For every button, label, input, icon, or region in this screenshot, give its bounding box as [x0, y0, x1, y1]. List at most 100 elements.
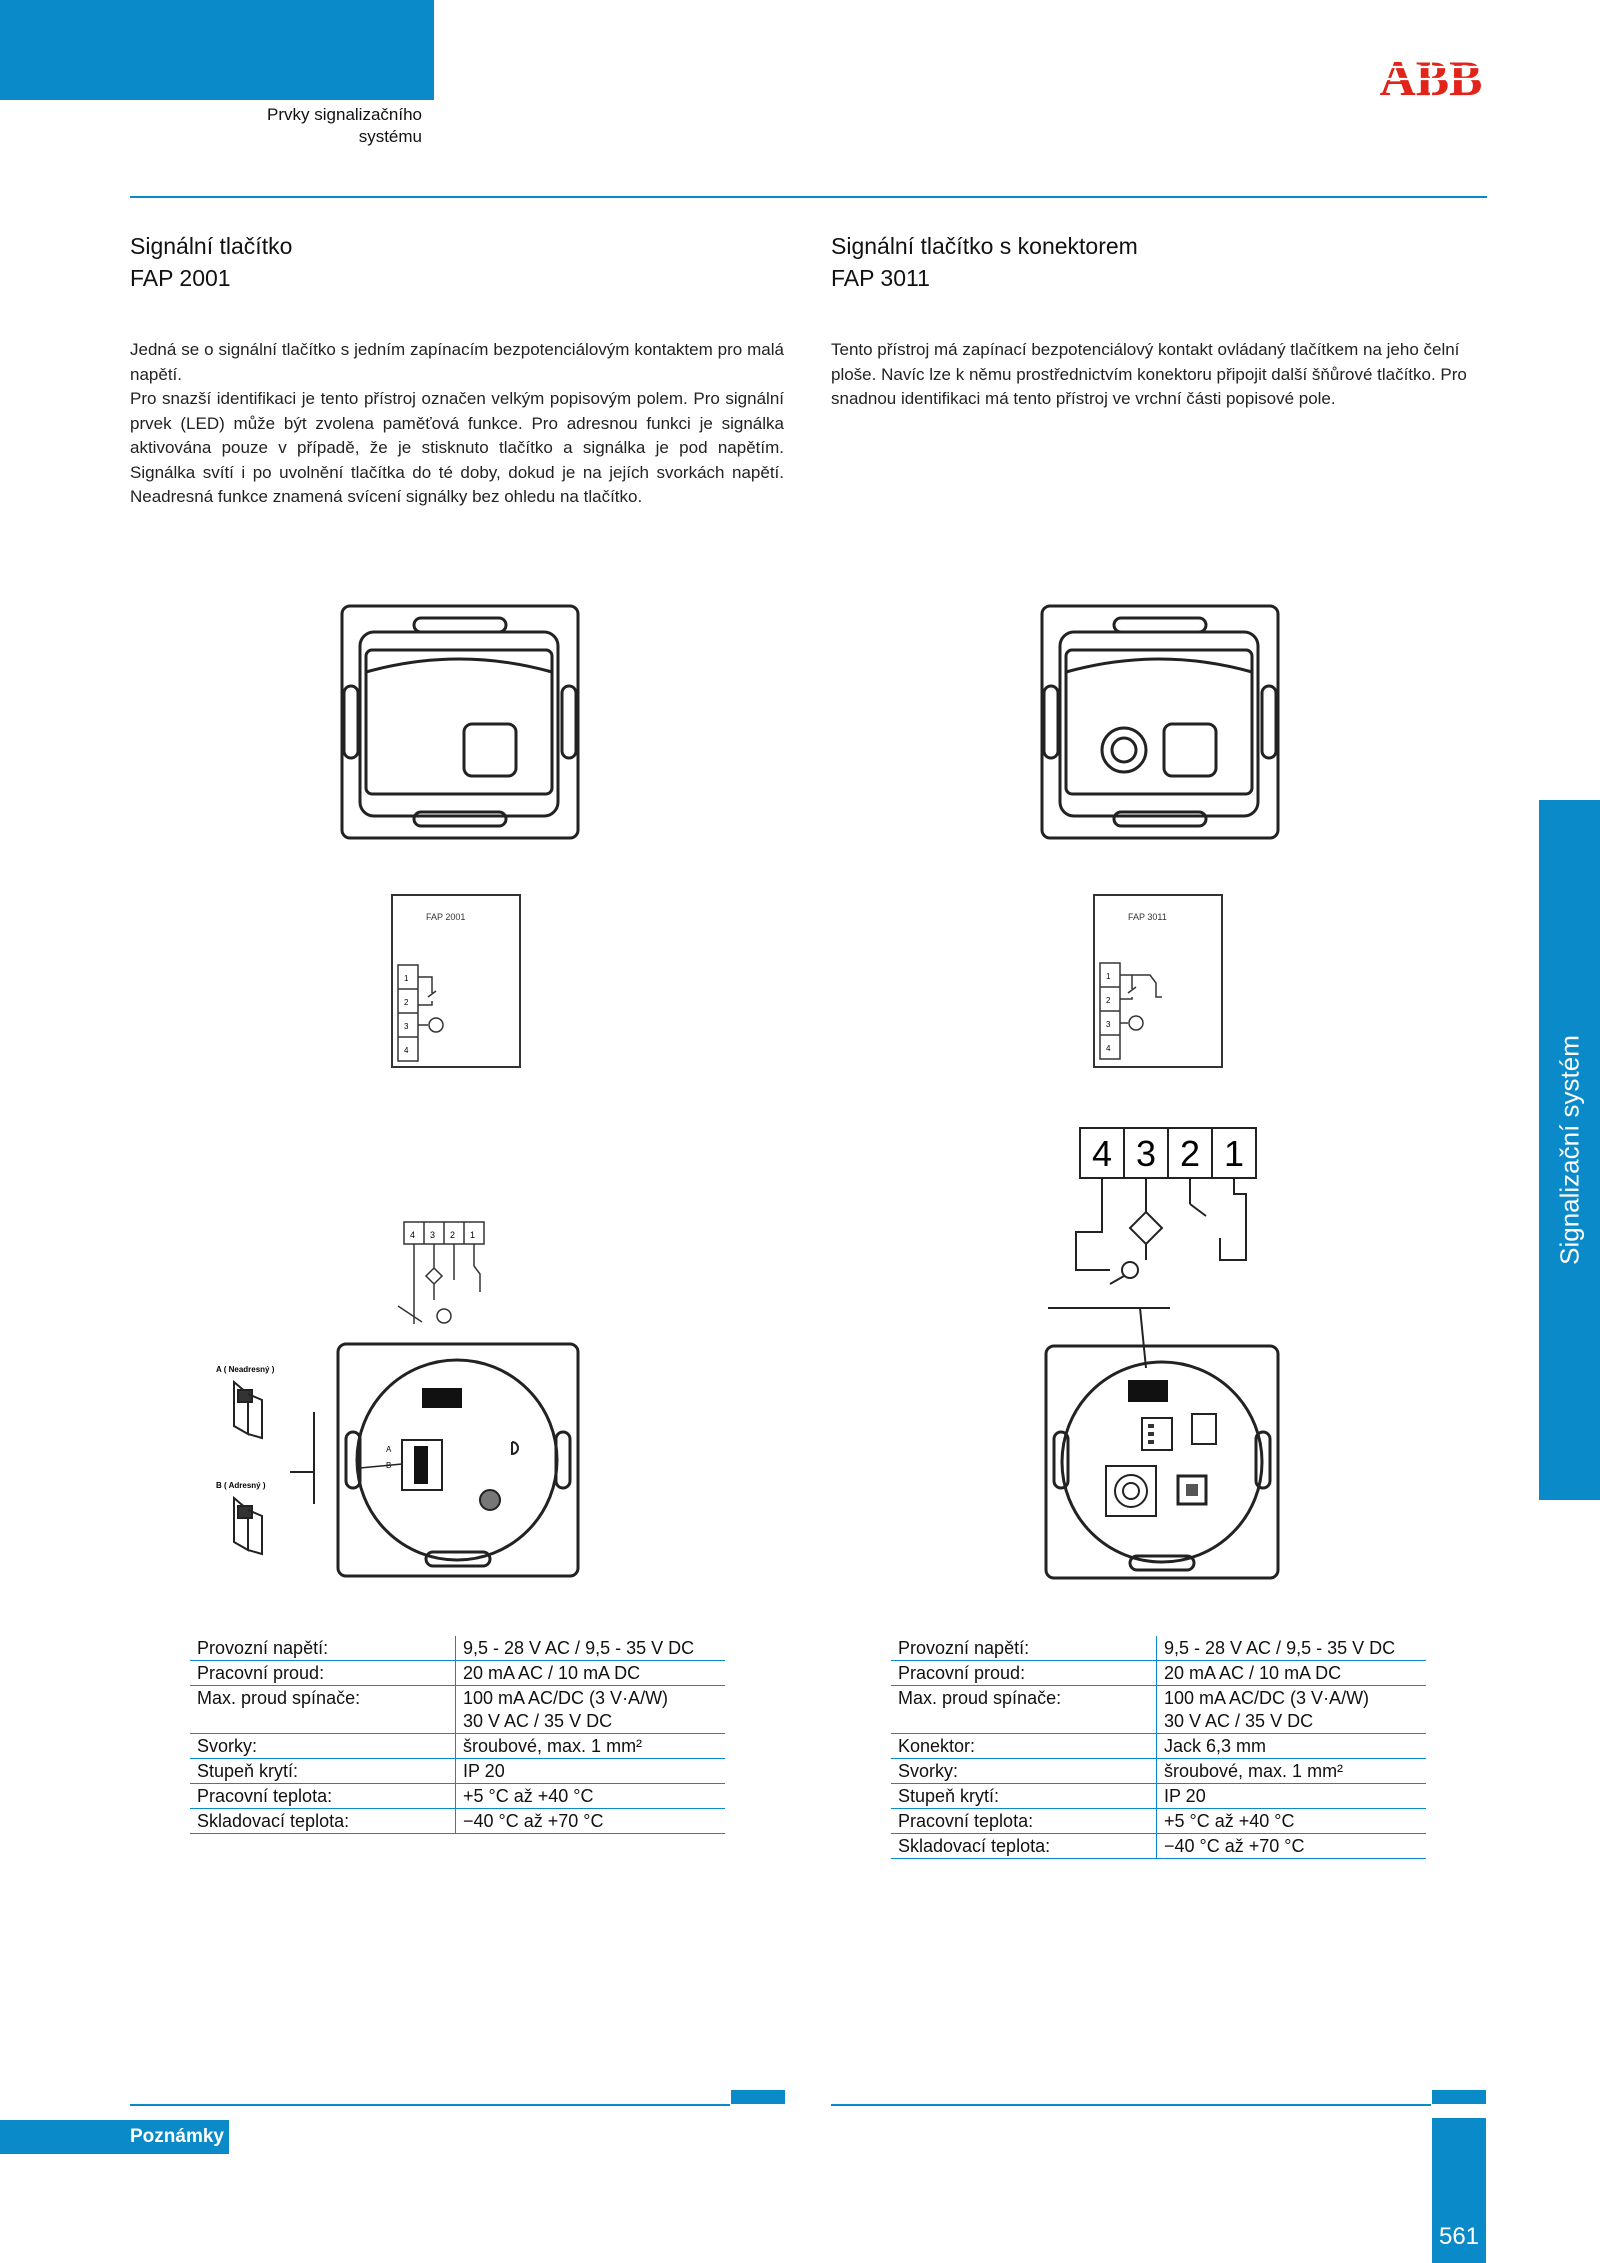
spec-value: 20 mA AC / 10 mA DC: [1156, 1660, 1426, 1686]
spec-value: IP 20: [1156, 1783, 1426, 1809]
spec-value: +5 °C až +40 °C: [1156, 1808, 1426, 1834]
page-number: 561: [1438, 2223, 1480, 2250]
section-subtitle: Prvky signalizačního systému: [0, 104, 422, 148]
spec-label: Pracovní proud:: [190, 1660, 456, 1686]
spec-value-line: IP 20: [463, 1761, 505, 1781]
notes-band: [0, 2120, 229, 2154]
left-device-front-drawing: [340, 604, 580, 840]
right-terminal-4: 4: [1106, 1044, 1111, 1053]
section-subtitle-line2: systému: [358, 127, 422, 146]
left-terminal-2: 2: [404, 998, 409, 1007]
footer-rule-right: [831, 2104, 1431, 2106]
left-strip-2: 2: [450, 1230, 455, 1240]
left-option-b: B ( Adresný ): [216, 1481, 266, 1490]
spec-row: Stupeň krytí: IP 20: [891, 1783, 1426, 1809]
spec-label: Skladovací teplota:: [891, 1833, 1157, 1859]
right-terminal-3: 3: [1106, 1020, 1111, 1029]
left-terminal-1: 1: [404, 974, 409, 983]
spec-value: −40 °C až +70 °C: [1156, 1833, 1426, 1859]
spec-row: Pracovní proud: 20 mA AC / 10 mA DC: [190, 1660, 725, 1686]
side-tab: [1539, 800, 1600, 1500]
spec-label: Skladovací teplota:: [190, 1808, 456, 1834]
right-strip-2: 2: [1180, 1133, 1200, 1174]
spec-value-line: −40 °C až +70 °C: [463, 1811, 604, 1831]
spec-row: Provozní napětí:9,5 - 28 V AC / 9,5 - 35…: [891, 1636, 1426, 1661]
spec-row: Konektor: Jack 6,3 mm: [891, 1733, 1426, 1759]
spec-value-line: +5 °C až +40 °C: [463, 1786, 594, 1806]
spec-value-line: Jack 6,3 mm: [1164, 1736, 1267, 1756]
spec-value: 100 mA AC/DC (3 V·A/W) 30 V AC / 35 V DC: [1156, 1685, 1426, 1734]
right-spec-body: Provozní napětí:9,5 - 28 V AC / 9,5 - 35…: [891, 1636, 1426, 1859]
spec-value: +5 °C až +40 °C: [455, 1783, 725, 1809]
page-number-band: [1432, 2118, 1486, 2263]
spec-value: Jack 6,3 mm: [1156, 1733, 1426, 1759]
spec-value-line: 100 mA AC/DC (3 V·A/W): [1164, 1688, 1370, 1708]
right-label-box-text: FAP 3011: [1128, 912, 1167, 922]
left-title-line2: FAP 2001: [130, 265, 231, 291]
left-switch-a: A: [386, 1445, 392, 1454]
right-terminal-1: 1: [1106, 972, 1111, 981]
spec-label: Svorky:: [891, 1758, 1157, 1784]
left-terminal-3: 3: [404, 1022, 409, 1031]
spec-value-line: 20 mA AC / 10 mA DC: [463, 1663, 641, 1683]
abb-logo: ABB: [1374, 52, 1488, 100]
spec-label: Max. proud spínače:: [891, 1685, 1157, 1734]
footer-marker-right: [1432, 2090, 1486, 2104]
spec-label: Stupeň krytí:: [190, 1758, 456, 1784]
spec-value-line-2: 30 V AC / 35 V DC: [463, 1711, 613, 1731]
spec-value-line: +5 °C až +40 °C: [1164, 1811, 1295, 1831]
spec-label: Provozní napětí:: [190, 1636, 456, 1661]
side-tab-label: Signalizační systém: [1554, 1035, 1585, 1265]
spec-label: Pracovní proud:: [891, 1660, 1157, 1686]
spec-label: Stupeň krytí:: [891, 1783, 1157, 1809]
spec-value: −40 °C až +70 °C: [455, 1808, 725, 1834]
spec-row: Skladovací teplota: −40 °C až +70 °C: [190, 1808, 725, 1834]
top-rule: [130, 196, 1487, 198]
right-title-line2: FAP 3011: [831, 265, 930, 291]
right-device-front-drawing: [1040, 604, 1280, 840]
spec-value: šroubové, max. 1 mm²: [1156, 1758, 1426, 1784]
spec-row: Pracovní proud: 20 mA AC / 10 mA DC: [891, 1660, 1426, 1686]
right-title-line1: Signální tlačítko s konektorem: [831, 233, 1138, 259]
left-strip-3: 3: [430, 1230, 435, 1240]
spec-row: Max. proud spínače:100 mA AC/DC (3 V·A/W…: [891, 1685, 1426, 1734]
right-device-back-drawing: 4 3 2 1: [1044, 1127, 1280, 1580]
right-strip-4: 4: [1092, 1133, 1112, 1174]
left-terminal-4: 4: [404, 1046, 409, 1055]
spec-row: Provozní napětí:9,5 - 28 V AC / 9,5 - 35…: [190, 1636, 725, 1661]
spec-value-line: 20 mA AC / 10 mA DC: [1164, 1663, 1342, 1683]
spec-row: Stupeň krytí: IP 20: [190, 1758, 725, 1784]
left-device-back-drawing: 4 3 2 1 A ( Neadresný ) B ( Adresný ) A …: [216, 1221, 580, 1578]
right-terminal-2: 2: [1106, 996, 1111, 1005]
left-para1: Jedná se o signální tlačítko s jedním za…: [130, 340, 784, 384]
left-option-a: A ( Neadresný ): [216, 1365, 275, 1374]
right-product-title: Signální tlačítko s konektorem FAP 3011: [831, 230, 1138, 294]
left-strip-4: 4: [410, 1230, 415, 1240]
spec-value-line: IP 20: [1164, 1786, 1206, 1806]
left-label-box-text: FAP 2001: [426, 912, 465, 922]
spec-row: Svorky:šroubové, max. 1 mm²: [190, 1733, 725, 1759]
spec-row: Skladovací teplota: −40 °C až +70 °C: [891, 1833, 1426, 1859]
spec-value-line: 9,5 - 28 V AC / 9,5 - 35 V DC: [1164, 1638, 1396, 1658]
right-description: Tento přístroj má zapínací bezpotenciálo…: [831, 338, 1491, 412]
spec-row: Max. proud spínače:100 mA AC/DC (3 V·A/W…: [190, 1685, 725, 1734]
spec-value-line: −40 °C až +70 °C: [1164, 1836, 1305, 1856]
spec-label: Konektor:: [891, 1733, 1157, 1759]
spec-value: 9,5 - 28 V AC / 9,5 - 35 V DC: [455, 1636, 725, 1661]
spec-value: 100 mA AC/DC (3 V·A/W) 30 V AC / 35 V DC: [455, 1685, 725, 1734]
spec-label: Pracovní teplota:: [190, 1783, 456, 1809]
right-strip-1: 1: [1224, 1133, 1244, 1174]
spec-label: Svorky:: [190, 1733, 456, 1759]
left-description: Jedná se o signální tlačítko s jedním za…: [130, 338, 784, 510]
right-para1: Tento přístroj má zapínací bezpotenciálo…: [831, 340, 1467, 408]
left-label-box-drawing: FAP 2001 1 2 3 4: [391, 894, 521, 1068]
spec-value-line-2: 30 V AC / 35 V DC: [1164, 1711, 1314, 1731]
header-band: [0, 0, 434, 100]
spec-label: Pracovní teplota:: [891, 1808, 1157, 1834]
spec-label: Max. proud spínače:: [190, 1685, 456, 1734]
footer-rule-left: [130, 2104, 730, 2106]
spec-value-line: 100 mA AC/DC (3 V·A/W): [463, 1688, 669, 1708]
footer-marker-left: [731, 2090, 785, 2104]
spec-value-line: šroubové, max. 1 mm²: [1164, 1761, 1344, 1781]
notes-label: Poznámky: [130, 2126, 224, 2147]
